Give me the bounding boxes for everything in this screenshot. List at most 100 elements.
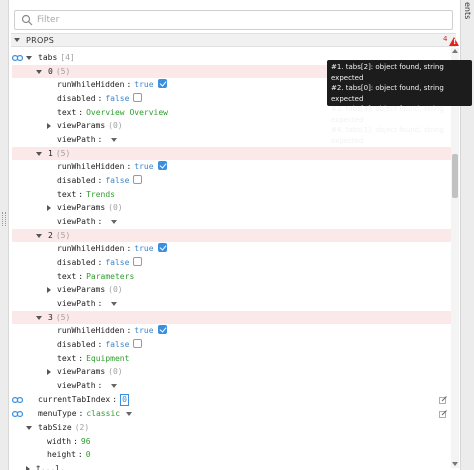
tab-2-viewparams-row[interactable]: viewParams(0) bbox=[47, 283, 123, 297]
tab-3-runwhilehidden-row[interactable]: runWhileHidden:true bbox=[57, 324, 167, 338]
checkbox-checked[interactable] bbox=[157, 325, 167, 334]
tabsize-row[interactable]: tabSize(2) bbox=[26, 421, 89, 435]
prop-count: (0) bbox=[108, 121, 123, 130]
prop-value[interactable]: 0 bbox=[85, 450, 91, 459]
prop-value[interactable]: Parameters bbox=[86, 272, 135, 281]
right-side-tab[interactable]: ents bbox=[460, 0, 474, 470]
tab-3-viewpath-row[interactable]: viewPath: bbox=[57, 379, 118, 393]
binding-link-icon[interactable] bbox=[12, 396, 23, 404]
tab-2-text-row[interactable]: text:Parameters bbox=[57, 272, 135, 281]
checkbox-checked[interactable] bbox=[157, 161, 167, 170]
scroll-up-arrow-icon[interactable] bbox=[452, 49, 458, 53]
checkbox-checked[interactable] bbox=[157, 243, 167, 252]
prop-value[interactable]: Equipment bbox=[86, 354, 130, 363]
binding-link-icon[interactable] bbox=[12, 54, 23, 62]
chevron-down-icon[interactable] bbox=[26, 55, 32, 60]
prop-value[interactable]: true bbox=[134, 244, 154, 253]
prop-key: viewPath bbox=[57, 135, 96, 144]
chevron-down-icon[interactable] bbox=[36, 69, 42, 74]
tabs-count: [4] bbox=[60, 53, 75, 62]
prop-key: runWhileHidden bbox=[57, 80, 125, 89]
prop-key: runWhileHidden bbox=[57, 162, 125, 171]
tab-1-viewpath-row[interactable]: viewPath: bbox=[57, 215, 118, 229]
chevron-right-icon[interactable] bbox=[47, 122, 51, 129]
partial-row[interactable]: t...l. bbox=[26, 462, 65, 470]
chevron-down-icon[interactable] bbox=[36, 315, 42, 320]
currenttabindex-row[interactable]: currentTabIndex:0 bbox=[38, 394, 129, 406]
chevron-down-icon[interactable] bbox=[36, 233, 42, 238]
prop-value[interactable]: false bbox=[105, 258, 130, 267]
tab-3-highlight bbox=[12, 311, 452, 324]
tab-2-row[interactable]: 2(5) bbox=[36, 229, 70, 243]
binding-link-icon[interactable] bbox=[12, 410, 23, 418]
dropdown-arrow-icon[interactable] bbox=[111, 137, 118, 142]
dropdown-arrow-icon[interactable] bbox=[126, 411, 133, 416]
prop-key: viewParams bbox=[57, 203, 106, 212]
tab-0-text-row[interactable]: text:Overview Overview bbox=[57, 108, 168, 117]
prop-key: viewParams bbox=[57, 121, 106, 130]
tab-1-runwhilehidden-row[interactable]: runWhileHidden:true bbox=[57, 160, 167, 174]
dropdown-arrow-icon[interactable] bbox=[111, 383, 118, 388]
tab-3-row[interactable]: 3(5) bbox=[36, 311, 70, 325]
warning-icon[interactable] bbox=[449, 37, 459, 46]
tab-0-viewpath-row[interactable]: viewPath: bbox=[57, 133, 118, 147]
tab-3-text-row[interactable]: text:Equipment bbox=[57, 354, 130, 363]
prop-value[interactable]: false bbox=[105, 94, 130, 103]
vertical-scrollbar[interactable] bbox=[451, 48, 459, 468]
tab-2-runwhilehidden-row[interactable]: runWhileHidden:true bbox=[57, 242, 167, 256]
prop-value[interactable]: true bbox=[134, 162, 154, 171]
checkbox-unchecked[interactable] bbox=[133, 257, 143, 266]
checkbox-unchecked[interactable] bbox=[133, 339, 143, 348]
prop-value[interactable]: true bbox=[134, 80, 154, 89]
props-section-header[interactable]: PROPS 4 bbox=[11, 33, 459, 47]
checkbox-checked[interactable] bbox=[157, 79, 167, 88]
tab-1-viewparams-row[interactable]: viewParams(0) bbox=[47, 201, 123, 215]
tab-1-disabled-row[interactable]: disabled:false bbox=[57, 174, 143, 188]
menutype-row[interactable]: menuType:classic bbox=[38, 407, 133, 421]
menutype-value[interactable]: classic bbox=[86, 409, 121, 418]
prop-value[interactable]: 96 bbox=[80, 437, 91, 446]
chevron-right-icon[interactable] bbox=[47, 368, 51, 375]
side-tab-label: ents bbox=[463, 2, 472, 20]
tab-3-viewparams-row[interactable]: viewParams(0) bbox=[47, 365, 123, 379]
chevron-down-icon[interactable] bbox=[26, 425, 32, 430]
tabs-key: tabs bbox=[38, 53, 58, 62]
chevron-right-icon[interactable] bbox=[26, 465, 30, 470]
chevron-down-icon[interactable] bbox=[36, 151, 42, 156]
filter-field[interactable]: Filter bbox=[14, 10, 453, 30]
tab-1-row[interactable]: 1(5) bbox=[36, 147, 70, 161]
scroll-down-arrow-icon[interactable] bbox=[452, 462, 458, 466]
tab-0-runwhilehidden-row[interactable]: runWhileHidden:true bbox=[57, 78, 167, 92]
edit-icon[interactable] bbox=[439, 410, 447, 418]
dropdown-arrow-icon[interactable] bbox=[111, 219, 118, 224]
scrollbar-thumb[interactable] bbox=[452, 154, 458, 198]
tooltip-line: #3. tabs[3]: object found, string expect… bbox=[331, 105, 444, 124]
checkbox-unchecked[interactable] bbox=[133, 175, 143, 184]
tab-0-disabled-row[interactable]: disabled:false bbox=[57, 92, 143, 106]
tab-0-viewparams-row[interactable]: viewParams(0) bbox=[47, 119, 123, 133]
tab-1-text-row[interactable]: text:Trends bbox=[57, 190, 115, 199]
chevron-right-icon[interactable] bbox=[47, 286, 51, 293]
tabs-row[interactable]: tabs[4] bbox=[26, 51, 75, 65]
tab-0-row[interactable]: 0(5) bbox=[36, 65, 70, 79]
checkbox-unchecked[interactable] bbox=[133, 93, 143, 102]
chevron-down-icon[interactable] bbox=[14, 38, 20, 42]
prop-value[interactable]: Overview Overview bbox=[86, 108, 168, 117]
tab-2-viewpath-row[interactable]: viewPath: bbox=[57, 297, 118, 311]
edit-icon[interactable] bbox=[439, 396, 447, 404]
currenttabindex-input[interactable]: 0 bbox=[120, 394, 129, 406]
prop-value[interactable]: false bbox=[105, 340, 130, 349]
prop-value[interactable]: Trends bbox=[86, 190, 115, 199]
dropdown-arrow-icon[interactable] bbox=[111, 301, 118, 306]
prop-value[interactable]: false bbox=[105, 176, 130, 185]
prop-count: (0) bbox=[108, 285, 123, 294]
prop-value[interactable]: true bbox=[134, 326, 154, 335]
tab-3-disabled-row[interactable]: disabled:false bbox=[57, 338, 143, 352]
tabsize-height-row[interactable]: height:0 bbox=[47, 450, 91, 459]
tabsize-width-row[interactable]: width:96 bbox=[47, 437, 91, 446]
chevron-right-icon[interactable] bbox=[47, 204, 51, 211]
prop-key: disabled bbox=[57, 176, 96, 185]
tab-count: (5) bbox=[55, 313, 71, 322]
resize-grip-icon[interactable] bbox=[2, 212, 6, 226]
tab-2-disabled-row[interactable]: disabled:false bbox=[57, 256, 143, 270]
